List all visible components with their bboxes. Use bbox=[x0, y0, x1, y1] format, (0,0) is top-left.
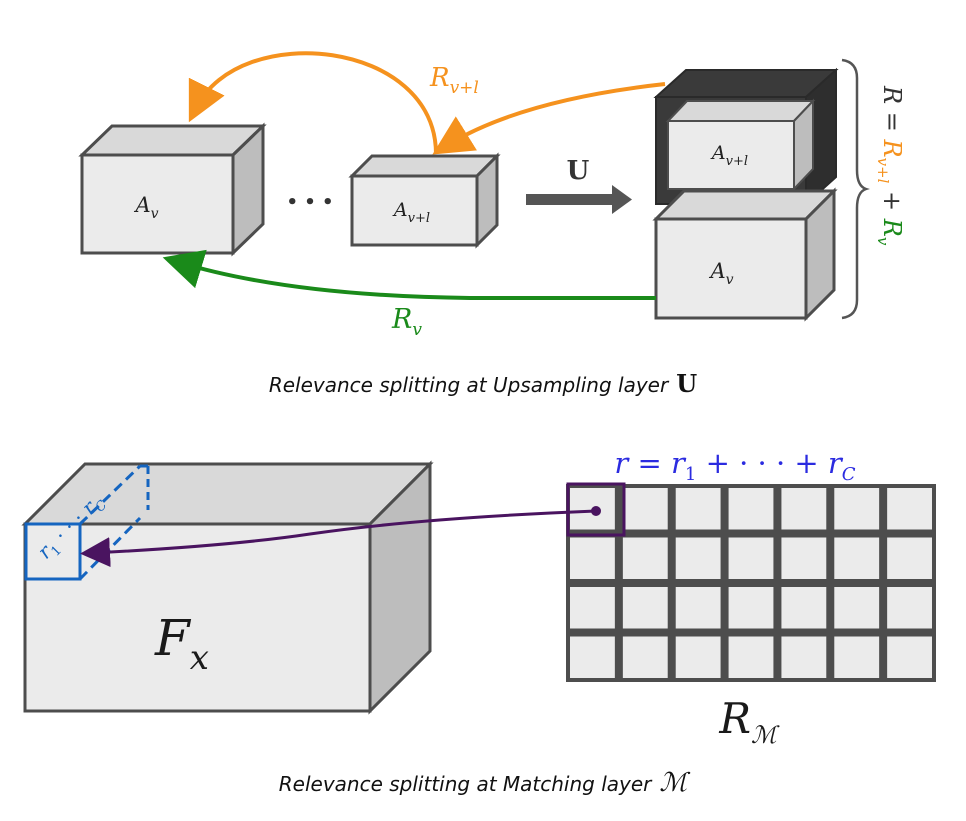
svg-text:r = r1 + · · · + rC: r = r1 + · · · + rC bbox=[614, 446, 855, 485]
grid-eq-equals: = bbox=[628, 446, 671, 480]
box-left-base: A bbox=[133, 193, 150, 217]
grid-cell bbox=[570, 537, 615, 579]
grid-cell bbox=[622, 537, 668, 579]
ellipsis: • • • bbox=[286, 192, 333, 213]
stack-top-base: A bbox=[710, 142, 726, 164]
eq-t1-base: R bbox=[878, 138, 906, 157]
caption-upsampling-symbol: U bbox=[676, 369, 697, 398]
svg-text:r1 · · · rC: r1 · · · rC bbox=[33, 489, 111, 567]
eq-r: R bbox=[878, 85, 906, 104]
svg-text:Fx: Fx bbox=[154, 609, 209, 678]
stack-bottom-base: A bbox=[708, 259, 725, 283]
stack-bottom-sub: v bbox=[726, 272, 734, 288]
grid-cell bbox=[781, 636, 827, 678]
grid-cell bbox=[675, 488, 721, 530]
grid-cell bbox=[728, 488, 774, 530]
grid-cell bbox=[675, 537, 721, 579]
channel-label: r1 · · · rC bbox=[33, 489, 111, 567]
box-a-v-left: Av bbox=[78, 122, 267, 257]
grid-eq-t1-sub: 1 bbox=[685, 464, 696, 485]
grid-cell bbox=[834, 587, 880, 629]
caption-matching: Relevance splitting at Matching layer bbox=[279, 772, 653, 796]
stack-top-box: Av+l bbox=[653, 67, 839, 207]
svg-text:Av+l: Av+l bbox=[392, 199, 430, 226]
grid-eq-t2: r bbox=[828, 446, 844, 480]
grid-cell bbox=[834, 537, 880, 579]
green-label-sub: v bbox=[412, 320, 422, 340]
grid-cell bbox=[675, 587, 721, 629]
grid-eq-t1: r bbox=[671, 446, 687, 480]
grid-eq-r: r bbox=[614, 446, 630, 480]
grid-eq-plus: + · · · + bbox=[696, 446, 828, 480]
grid-eq-t2-sub: C bbox=[842, 464, 856, 485]
feature-sub: x bbox=[190, 638, 209, 678]
grid-cell bbox=[728, 636, 774, 678]
stack-top-sub: v+l bbox=[726, 154, 748, 169]
grid-cell bbox=[887, 488, 932, 530]
eq-t2-sub: v bbox=[874, 237, 892, 246]
grid-cell bbox=[570, 636, 615, 678]
grid-cell bbox=[570, 587, 615, 629]
green-arrow bbox=[162, 249, 656, 300]
orange-label-sub: v+l bbox=[450, 78, 479, 98]
grid-cell bbox=[834, 636, 880, 678]
upsampling-op: U bbox=[567, 156, 590, 186]
grid-cell bbox=[781, 488, 827, 530]
grid-cell bbox=[622, 636, 668, 678]
caption-matching-symbol: ℳ bbox=[659, 768, 690, 798]
grid-cell bbox=[622, 587, 668, 629]
box-mid-sub: v+l bbox=[408, 211, 430, 226]
feature-base: F bbox=[154, 609, 192, 667]
green-label-base: R bbox=[391, 304, 412, 335]
svg-text:Av: Av bbox=[133, 193, 158, 222]
grid-cell bbox=[622, 488, 668, 530]
grid-label-sub: ℳ bbox=[751, 721, 780, 749]
svg-text:Rv: Rv bbox=[391, 304, 422, 340]
grid-cell bbox=[834, 488, 880, 530]
grid-cell bbox=[887, 587, 932, 629]
eq-t1-sub: v+l bbox=[874, 158, 892, 184]
caption-upsampling: Relevance splitting at Upsampling layer bbox=[269, 373, 670, 397]
orange-arrow-to-left bbox=[188, 51, 438, 155]
orange-arrow-to-mid bbox=[432, 82, 666, 155]
grid-cell bbox=[728, 587, 774, 629]
grid-cell bbox=[781, 537, 827, 579]
box-a-vl-mid: Av+l bbox=[348, 152, 501, 249]
grid-cell bbox=[728, 537, 774, 579]
cell-dot bbox=[591, 506, 601, 516]
highlighted-cell bbox=[566, 482, 626, 537]
svg-text:R = Rv+l + Rv: R = Rv+l + Rv bbox=[874, 85, 906, 246]
right-brace bbox=[841, 58, 870, 320]
eq-plus: + bbox=[878, 183, 906, 218]
svg-text:Av: Av bbox=[708, 259, 733, 288]
stack-bottom-box: Av bbox=[652, 187, 838, 322]
purple-arrow bbox=[80, 509, 597, 568]
orange-label-base: R bbox=[429, 63, 450, 93]
upsampling-arrow bbox=[526, 185, 632, 214]
grid-cell bbox=[887, 537, 932, 579]
grid-cell bbox=[675, 636, 721, 678]
box-mid-base: A bbox=[392, 199, 408, 221]
channel-column bbox=[24, 464, 150, 581]
grid-cell bbox=[781, 587, 827, 629]
grid-cell bbox=[887, 636, 932, 678]
relevance-grid bbox=[566, 484, 936, 682]
eq-equals: = bbox=[878, 104, 906, 139]
vertical-equation: R = Rv+l + Rv bbox=[874, 85, 906, 246]
grid-label-base: R bbox=[718, 694, 751, 743]
svg-text:Rv+l: Rv+l bbox=[429, 63, 479, 98]
eq-t2-base: R bbox=[878, 218, 906, 237]
box-left-sub: v bbox=[151, 206, 159, 222]
svg-text:Rℳ: Rℳ bbox=[718, 694, 780, 749]
svg-text:Av+l: Av+l bbox=[710, 142, 748, 169]
